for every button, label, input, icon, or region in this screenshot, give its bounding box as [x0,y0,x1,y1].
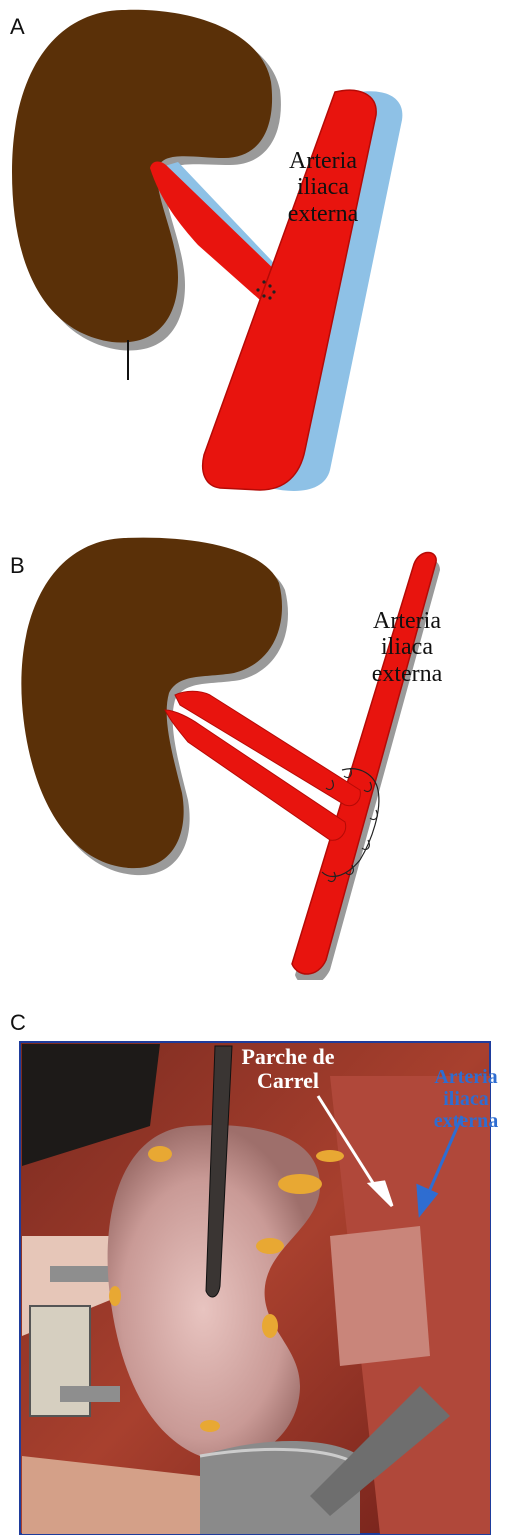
label-line: Parche de [228,1045,348,1069]
label-line: iliaca [268,174,378,200]
label-line: Arteria [352,608,462,634]
panel-b-vessel-label: Arteria iliaca externa [352,608,462,687]
panel-c-label: C [10,1012,26,1034]
label-line: Carrel [228,1069,348,1093]
panel-a-diagram [0,0,522,500]
label-line: externa [352,661,462,687]
panel-c-vessel-label: Arteria iliaca externa [412,1066,520,1132]
carrel-patch-label: Parche de Carrel [228,1045,348,1093]
label-line: iliaca [412,1088,520,1110]
label-line: iliaca [352,634,462,660]
kidney [12,10,272,343]
panel-a-vessel-label: Arteria iliaca externa [268,148,378,227]
label-line: externa [412,1110,520,1132]
label-line: externa [268,201,378,227]
label-line: Arteria [412,1066,520,1088]
kidney [21,538,282,869]
panel-b-diagram [0,520,522,980]
label-line: Arteria [268,148,378,174]
